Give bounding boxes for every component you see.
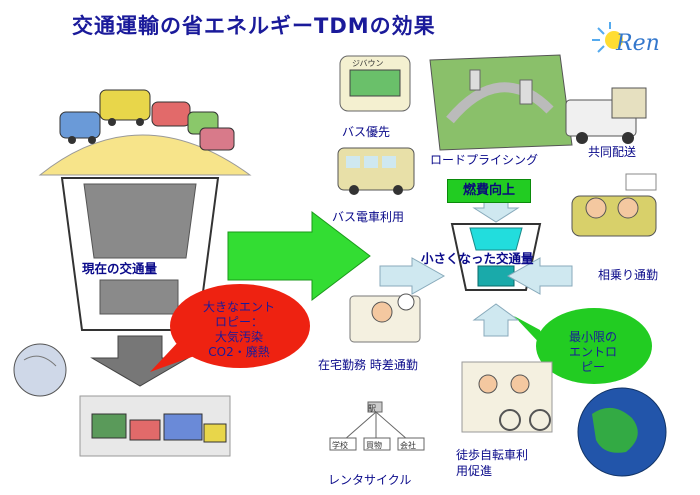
fuel-improve-label: 燃費向上 — [447, 179, 531, 203]
ren-logo: Ren — [590, 20, 666, 60]
top-arrow — [472, 201, 520, 223]
svg-text:学校: 学校 — [332, 440, 348, 450]
svg-text:買物: 買物 — [366, 440, 382, 450]
svg-text:ジバウン: ジバウン — [352, 59, 384, 68]
rental-cycle-label: レンタサイクル — [328, 473, 412, 487]
joint-delivery-illustration — [565, 87, 647, 144]
cars-on-hill-illustration — [38, 89, 252, 176]
bus-train-illustration — [337, 147, 415, 195]
logo-text: Ren — [615, 31, 660, 56]
carpool-illustration — [571, 173, 657, 237]
telework-illustration — [349, 293, 421, 343]
down-arrow — [90, 335, 190, 387]
polluted-earth-illustration — [13, 343, 67, 397]
svg-text:会社: 会社 — [400, 440, 416, 450]
red-entropy-bubble — [170, 284, 310, 368]
large-funnel — [60, 177, 220, 331]
page-title: 交通運輸の省エネルギーTDMの効果 — [72, 14, 436, 38]
right-side-arrow — [506, 257, 573, 295]
svg-text:駅: 駅 — [368, 404, 376, 413]
current-traffic-label: 現在の交通量 — [82, 261, 158, 276]
road-pricing-label: ロードプライシング — [430, 153, 539, 167]
walk-bike-illustration — [461, 361, 553, 433]
telework-shift-label: 在宅勤務 時差通勤 — [318, 358, 418, 372]
joint-delivery-label: 共同配送 — [588, 145, 637, 159]
sun-logo-icon: Ren — [592, 22, 660, 56]
bus-train-label: バス電車利用 — [332, 210, 405, 224]
bus-priority-illustration: ジバウン — [339, 55, 411, 112]
clean-earth-illustration — [577, 387, 667, 477]
walk-bike-label-2: 用促進 — [456, 464, 493, 478]
carpool-label: 相乗り通勤 — [598, 268, 659, 282]
bus-priority-label: バス優先 — [342, 125, 391, 139]
green-entropy-bubble — [536, 308, 652, 384]
rental-cycle-illustration: 駅 学校 買物 会社 — [329, 401, 425, 451]
small-traffic-label: 小さくなった交通量 — [421, 251, 534, 266]
road-pricing-illustration — [429, 54, 573, 151]
red-bubble-text: 大きなエント ロピー： 大気汚染 CO2・廃熱 — [202, 300, 275, 359]
green-bubble-text: 最小限の エントロ ピー — [568, 330, 617, 374]
green-arrow — [227, 210, 371, 302]
left-side-arrow — [379, 257, 446, 295]
bottom-arrow — [472, 303, 520, 337]
walk-bike-label-1: 徒歩自転車利 — [456, 448, 529, 462]
traffic-jam-illustration — [79, 395, 231, 457]
